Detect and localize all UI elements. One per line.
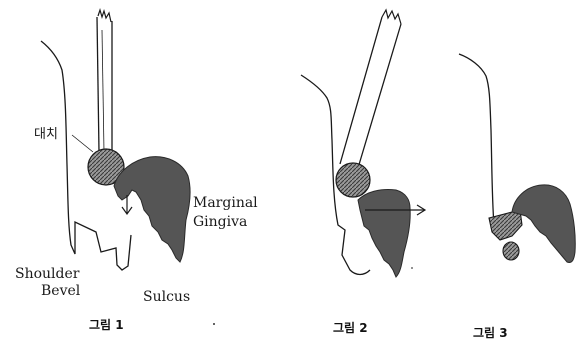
instrument-shaft-1 <box>97 10 112 152</box>
figure-1-drawing <box>41 10 190 270</box>
figure-3-drawing <box>459 54 575 263</box>
gingiva-2 <box>358 189 410 277</box>
label-daechi: 대치 <box>34 128 58 141</box>
label-marginal: Marginal <box>193 196 258 210</box>
label-gingiva: Gingiva <box>193 215 247 229</box>
figure-2-drawing <box>301 10 425 277</box>
caption-figure-2: 그림 2 <box>333 322 368 334</box>
label-shoulder: Shoulder <box>15 267 79 281</box>
caption-figure-1: 그림 1 <box>89 319 124 331</box>
fragment-lower-3 <box>503 242 519 260</box>
caption-figure-3: 그림 3 <box>473 327 508 339</box>
tooth-outline-3 <box>459 54 494 225</box>
label-sulcus: Sulcus <box>143 290 190 304</box>
gingiva-1 <box>114 157 190 262</box>
label-bevel: Bevel <box>41 284 80 298</box>
instrument-shaft-2 <box>340 10 401 168</box>
bur-ball-2 <box>336 163 370 197</box>
